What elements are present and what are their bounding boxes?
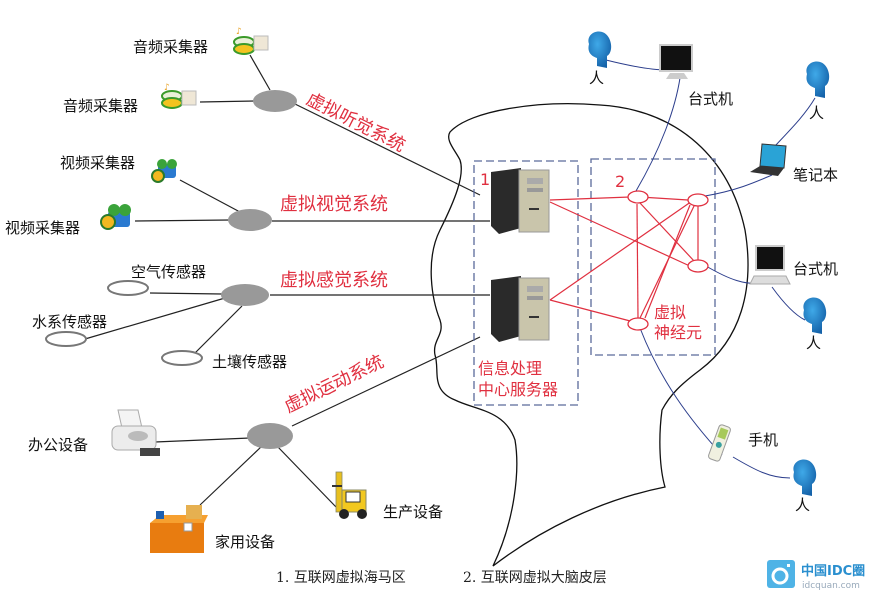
audio-collector-label-2: 音频采集器: [63, 97, 138, 115]
neuron-node: [687, 259, 709, 273]
watermark-logo-icon: [767, 560, 795, 588]
neuron-node: [687, 193, 709, 207]
server-box: [473, 160, 579, 406]
person-label-2: 人: [809, 104, 824, 122]
hubs: [221, 90, 297, 449]
person-label-4: 人: [795, 496, 810, 514]
water-sensor-label: 水系传感器: [32, 313, 107, 331]
person-icon: [588, 31, 612, 68]
person-icon: [803, 297, 827, 334]
desktop-label-1: 台式机: [688, 90, 733, 108]
server-icon: [491, 168, 550, 234]
virtual-sensing-system-label: 虚拟感觉系统: [280, 270, 388, 291]
source-links: [84, 54, 490, 508]
person-icon: [793, 459, 817, 496]
box2-number: 2: [615, 172, 625, 191]
box1-number: 1: [480, 170, 490, 189]
laptop-label: 笔记本: [793, 166, 838, 184]
home-appliance-icon: [150, 505, 208, 553]
desktop-label-2: 台式机: [793, 260, 838, 278]
neuron-node: [627, 190, 649, 204]
soil-sensor-label: 土壤传感器: [212, 353, 287, 371]
hub-vision: [228, 209, 272, 231]
server-icon: [491, 276, 550, 342]
neuron-node: [627, 317, 649, 331]
caption-hippocampus: 1. 互联网虚拟海马区: [276, 570, 406, 586]
audio-collector-icon: ♪: [161, 83, 197, 109]
desktop-icon: [749, 245, 791, 285]
person-label-1: 人: [589, 69, 604, 87]
watermark-domain: idcquan.com: [802, 581, 860, 591]
neural-links: [549, 196, 699, 323]
hub-sensing: [221, 284, 269, 306]
virtual-vision-system-label: 虚拟视觉系统: [280, 194, 388, 215]
video-collector-label-1: 视频采集器: [60, 154, 135, 172]
home-device-label: 家用设备: [215, 533, 275, 551]
air-sensor-icon: [107, 280, 149, 296]
virtual-motion-system-label: 虚拟运动系统: [281, 351, 387, 417]
mobile-label: 手机: [748, 431, 778, 449]
head-outline: [430, 103, 749, 567]
caption-cortex: 2. 互联网虚拟大脑皮层: [463, 570, 607, 586]
server-label-line2: 中心服务器: [478, 380, 558, 399]
air-sensor-label: 空气传感器: [131, 263, 206, 281]
printer-icon: [111, 409, 160, 456]
watermark-brand: 中国IDC圈: [801, 563, 865, 579]
laptop-icon: [750, 143, 787, 176]
virtual-hearing-system-label: 虚拟听觉系统: [303, 89, 409, 157]
hub-hearing: [253, 90, 297, 112]
audio-collector-icon: ♪: [233, 27, 269, 55]
neuron-label-line2: 神经元: [654, 323, 702, 342]
production-device-label: 生产设备: [383, 503, 443, 521]
video-camera-icon: [151, 159, 177, 183]
video-collector-label-2: 视频采集器: [5, 219, 80, 237]
person-icon: [806, 61, 830, 98]
desktop-icon: [659, 44, 693, 79]
audio-collector-label-1: 音频采集器: [133, 38, 208, 56]
svg-text:♪: ♪: [164, 83, 170, 93]
forklift-icon: [332, 471, 367, 519]
svg-text:♪: ♪: [236, 27, 242, 37]
water-sensor-icon: [45, 331, 87, 347]
office-device-label: 办公设备: [28, 436, 88, 454]
server-label-line1: 信息处理: [478, 359, 542, 378]
mobile-phone-icon: [708, 424, 731, 462]
person-label-3: 人: [806, 334, 821, 352]
neuron-label-line1: 虚拟: [654, 303, 686, 322]
hub-motion: [247, 423, 293, 449]
soil-sensor-icon: [161, 350, 203, 366]
video-camera-icon: [100, 204, 131, 230]
